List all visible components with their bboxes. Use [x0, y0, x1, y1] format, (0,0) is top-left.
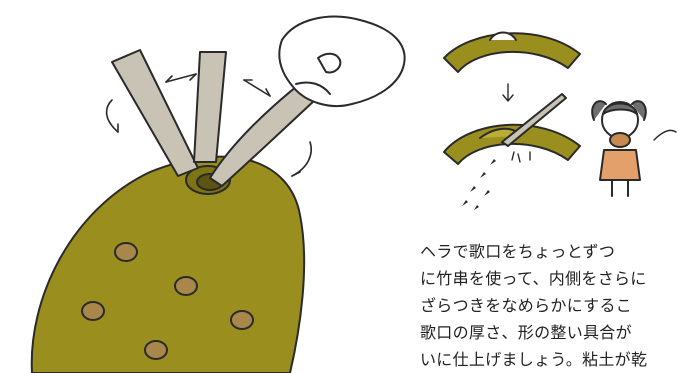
- text-line-5: いに仕上げましょう。粘土が乾: [420, 350, 648, 369]
- clay-arc-after: [443, 123, 581, 165]
- down-arrow-icon: [502, 83, 514, 102]
- clay-dust: [462, 159, 496, 210]
- clay-arc-before: [443, 32, 581, 73]
- text-line-1: ヘラで歌口をちょっとずつ: [420, 242, 616, 261]
- motion-arrows: [105, 73, 312, 177]
- instruction-text: ヘラで歌口をちょっとずつ に竹串を使って、内側をさらに ざらつきをなめらかにする…: [420, 238, 678, 373]
- clay-ocarina-body: [30, 155, 306, 373]
- text-line-2: に竹串を使って、内側をさらに: [420, 269, 647, 288]
- skewer-icon: [501, 93, 567, 147]
- hand-icon: [278, 15, 406, 108]
- text-line-4: 歌口の厚さ、形の整い具合が: [420, 323, 632, 342]
- finger-holes: [81, 242, 254, 360]
- spatula-tool-icon: [111, 49, 227, 177]
- text-line-3: ざらつきをなめらかにするこ: [420, 296, 633, 315]
- girl-figure-icon: [591, 100, 647, 197]
